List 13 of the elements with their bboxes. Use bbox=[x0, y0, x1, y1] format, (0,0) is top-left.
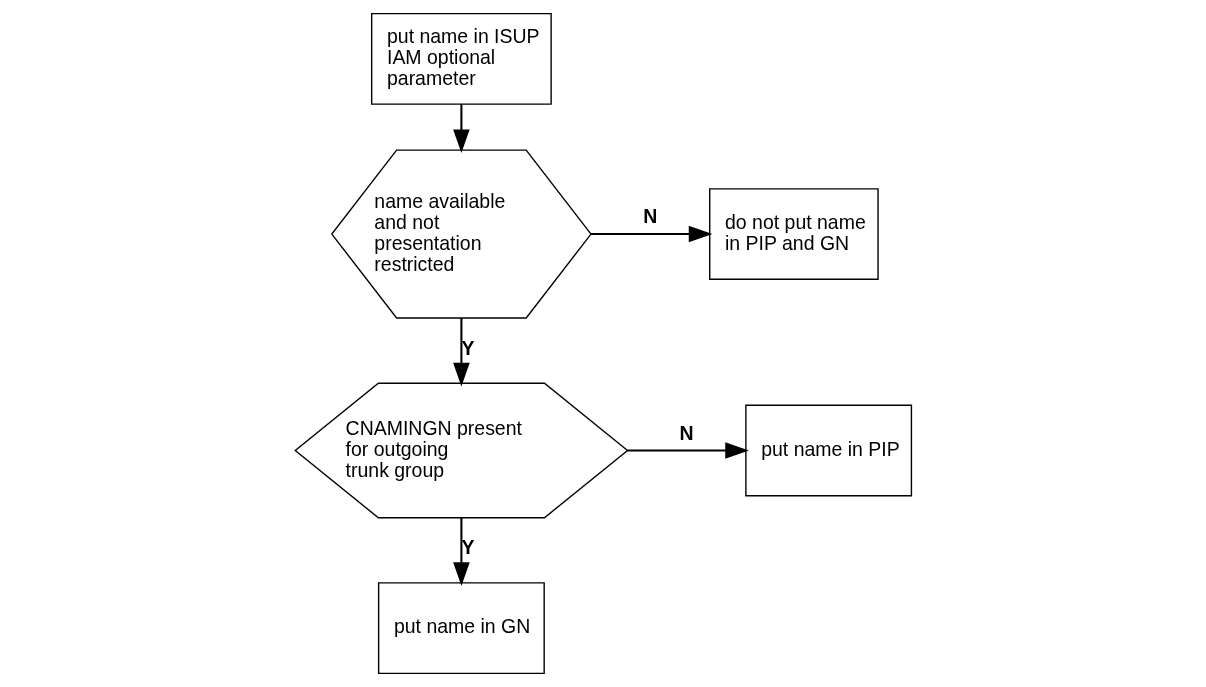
edge-label: Y bbox=[460, 336, 474, 359]
edge-label: N bbox=[679, 421, 694, 444]
edge-label: N bbox=[642, 205, 657, 228]
node-box: put name in ISUP IAM optional parameter bbox=[370, 12, 552, 105]
edge-label: Y bbox=[460, 535, 474, 558]
arrow bbox=[452, 518, 470, 586]
node-box: put name in GN bbox=[377, 582, 545, 675]
node-box: put name in PIP bbox=[744, 404, 912, 497]
arrow bbox=[590, 225, 712, 243]
arrow bbox=[452, 318, 470, 387]
node-box: do not put name in PIP and GN bbox=[708, 188, 879, 280]
arrow bbox=[626, 442, 749, 459]
arrow bbox=[452, 104, 470, 154]
